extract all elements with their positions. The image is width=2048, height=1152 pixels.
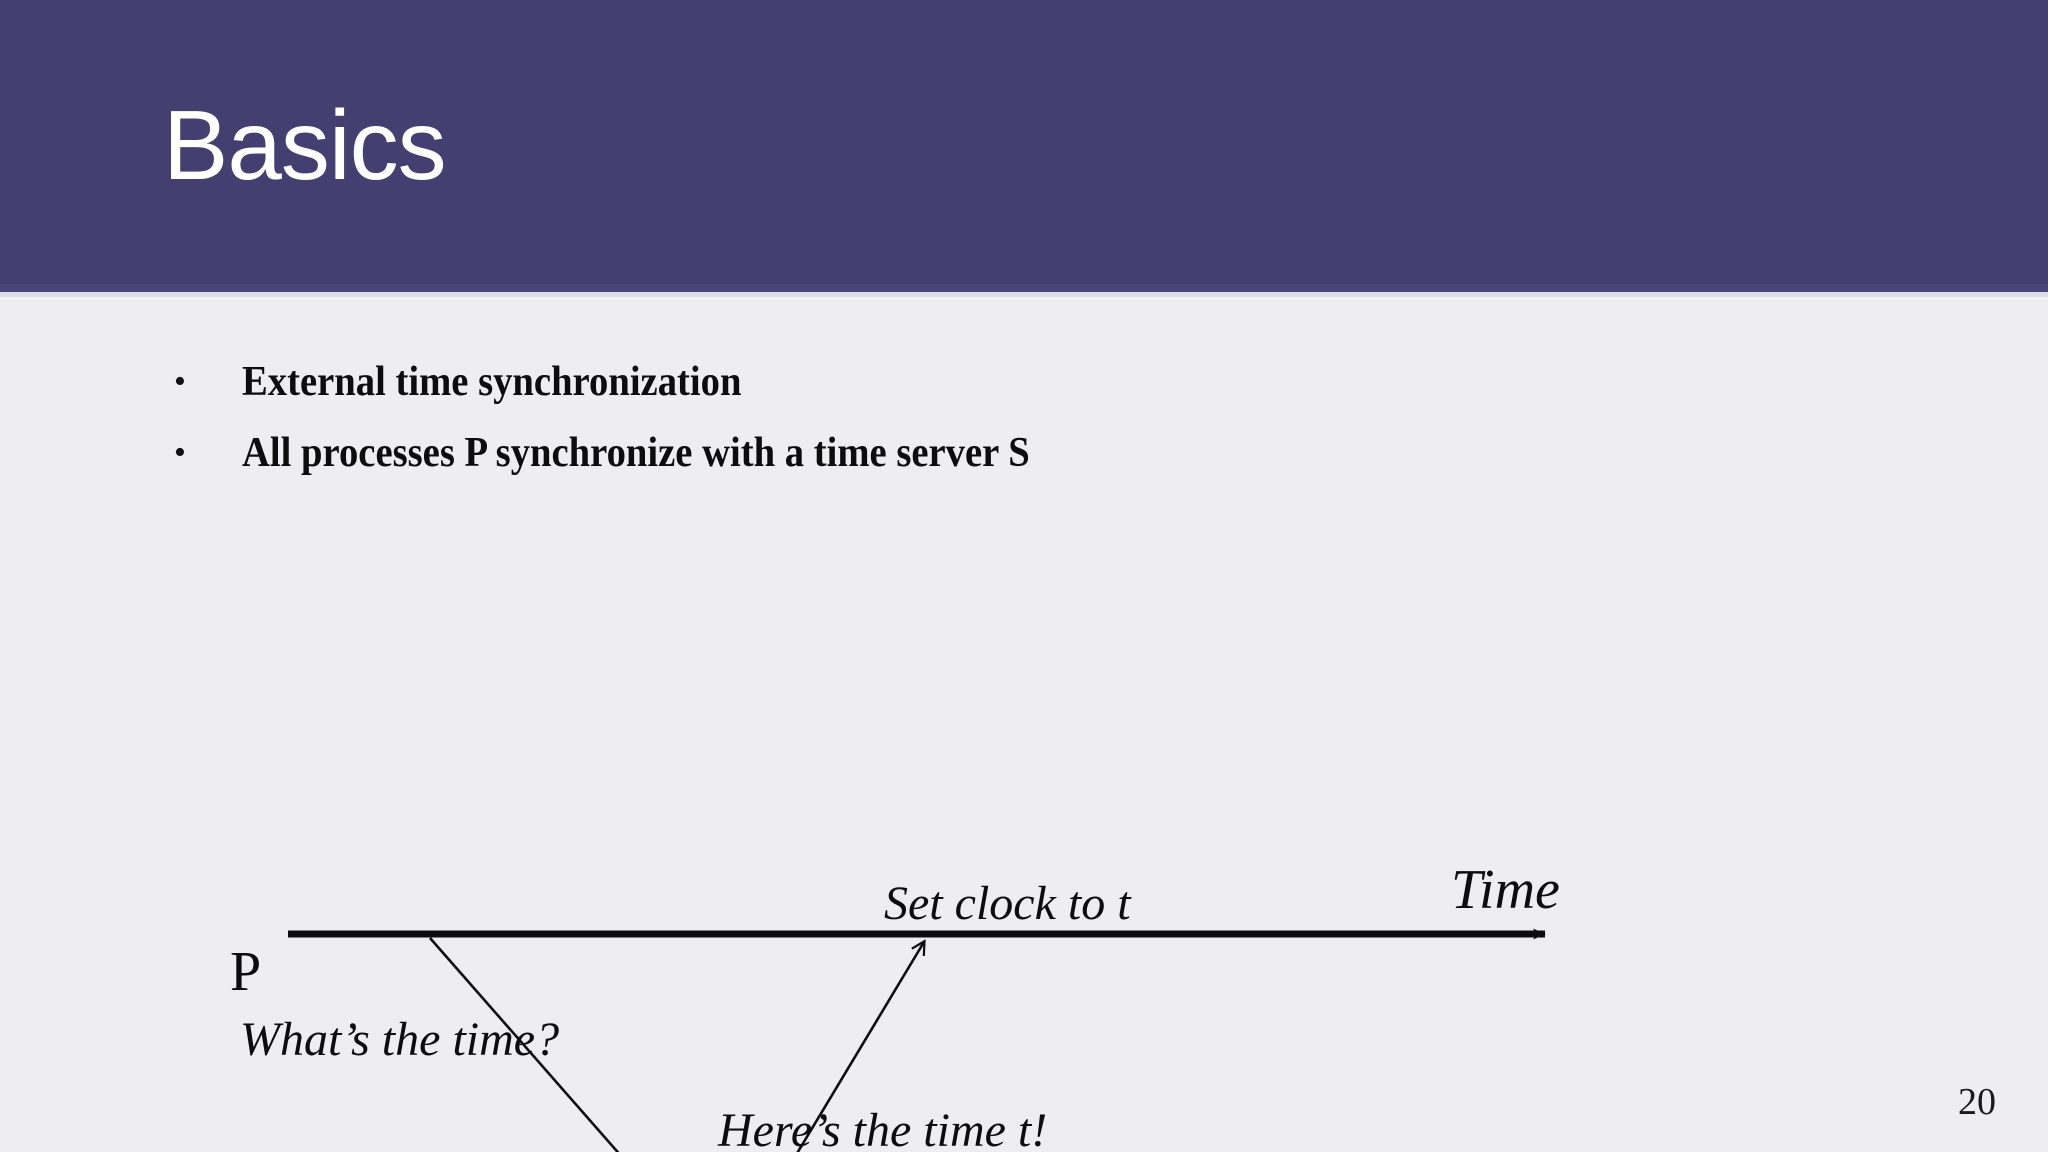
request-message-label: What’s the time? <box>240 1013 559 1066</box>
page-title: Basics <box>163 90 447 200</box>
bullet-dot-icon: • <box>174 363 186 400</box>
title-banner <box>0 0 2048 284</box>
time-axis-label: Time <box>1451 859 1560 921</box>
list-item: • All processes P synchronize with a tim… <box>168 427 1868 479</box>
title-banner-shade <box>0 284 2048 292</box>
list-item: • External time synchronization <box>168 356 1868 408</box>
set-clock-annotation: Set clock to t <box>884 877 1132 930</box>
page-number: 20 <box>1958 1081 1996 1123</box>
bullet-dot-icon: • <box>174 434 186 471</box>
reply-message-label: Here’s the time t! <box>717 1104 1047 1152</box>
slide-body: • External time synchronization • All pr… <box>0 300 2048 1152</box>
lane-label-p: P <box>230 941 261 1003</box>
title-banner-rule-light <box>0 297 2048 300</box>
bullet-list: • External time synchronization • All pr… <box>168 356 1868 498</box>
bullet-text: External time synchronization <box>242 359 742 405</box>
request-message-arrow <box>429 937 620 1152</box>
bullet-text: All processes P synchronize with a time … <box>242 430 1030 476</box>
title-banner-rule <box>0 292 2048 297</box>
reply-message-arrow <box>796 942 924 1152</box>
